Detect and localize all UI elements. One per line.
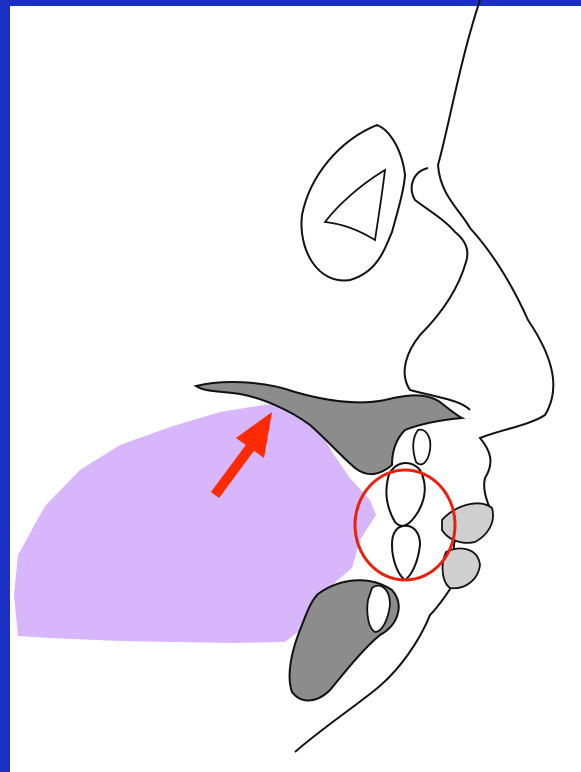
ear-outline [301,125,405,280]
ear-inner [325,170,385,240]
upper-lip [442,503,493,543]
tooth-small [413,430,430,465]
lower-incisor [392,526,420,580]
palate-outline [405,168,470,410]
